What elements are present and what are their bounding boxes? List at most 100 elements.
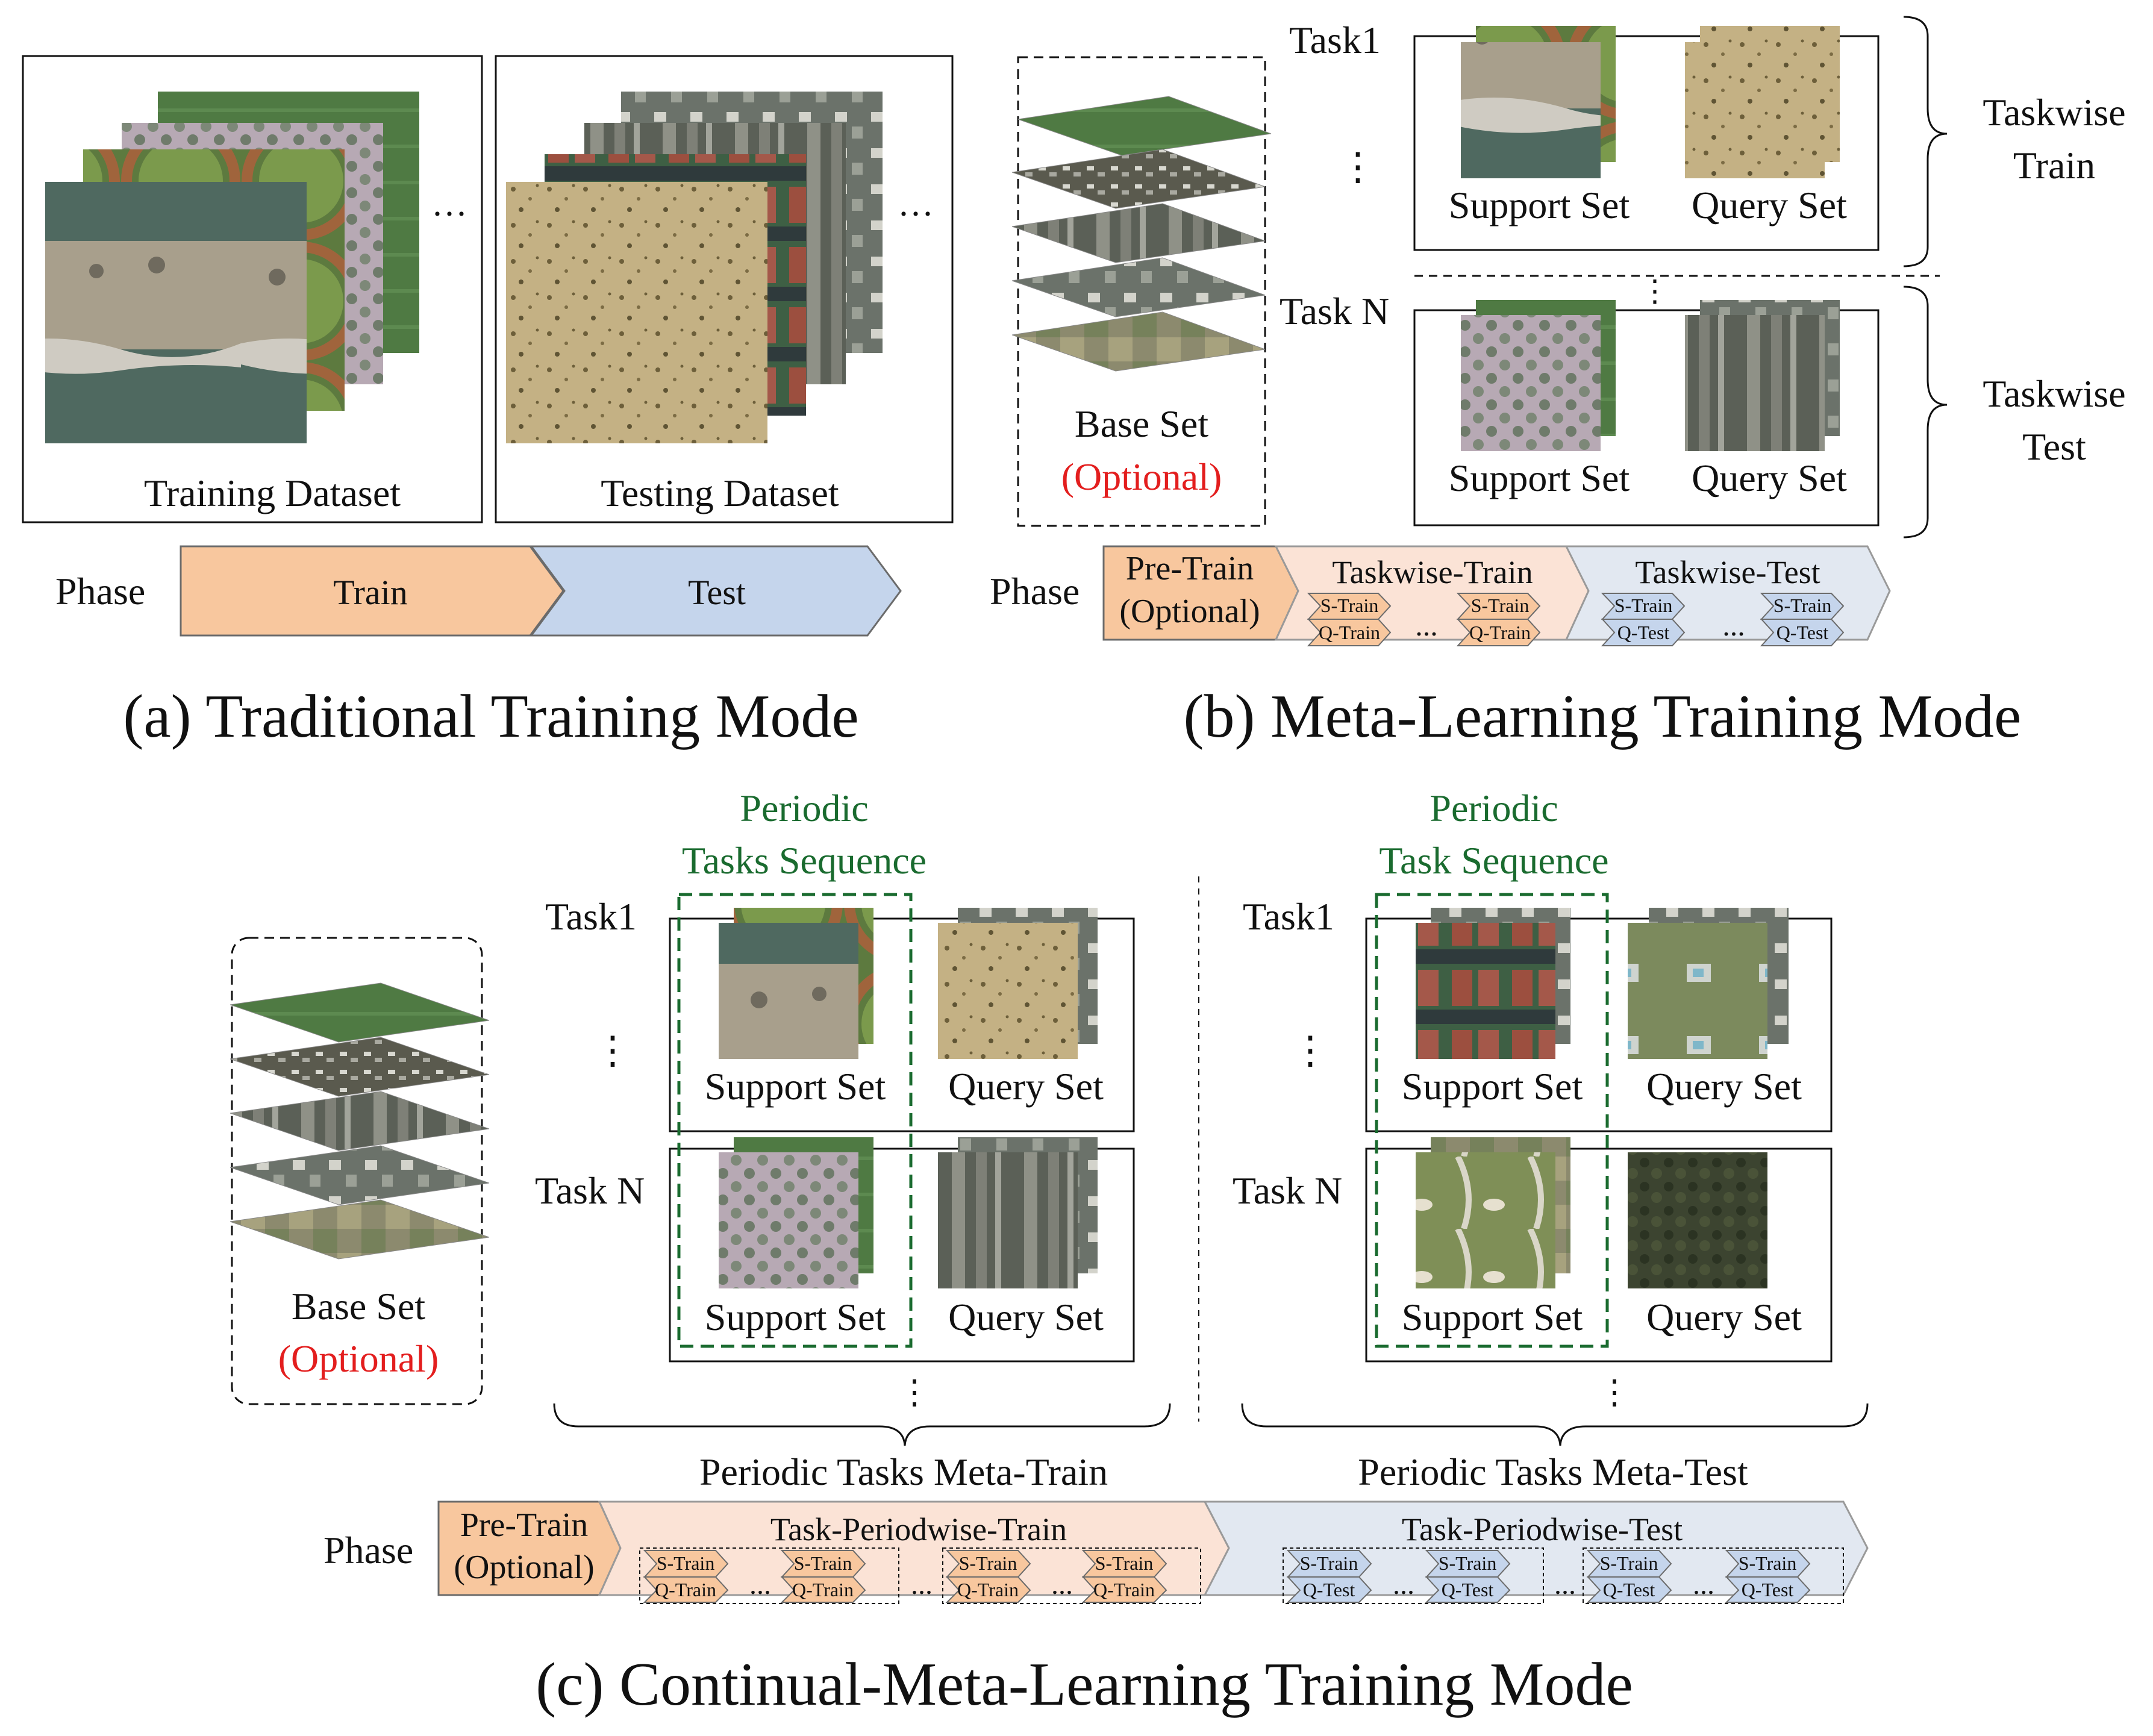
task1-box-c-right	[1365, 917, 1833, 1132]
phase-label-c: Phase	[323, 1529, 413, 1572]
task1-support-label: Support Set	[1449, 184, 1630, 226]
q-train-label-c2: Q-Train	[792, 1579, 854, 1600]
task1-box-b	[1413, 35, 1880, 251]
task1-label-c-right: Task1	[1243, 895, 1334, 938]
q-train-label-b1: Q-Train	[1319, 622, 1380, 643]
periodic-left-2: Tasks Sequence	[682, 839, 927, 882]
task-vdots-b: ⋮	[1339, 145, 1377, 188]
taskN-box-b	[1413, 309, 1880, 526]
base-set-box-c	[231, 937, 483, 1405]
base-layer-c1	[230, 982, 490, 1043]
s-test-label-c4: S-Train	[1739, 1552, 1797, 1574]
meta-test-brace	[1241, 1403, 1869, 1446]
taskwise-train-title-b: Taskwise-Train	[1332, 554, 1533, 590]
pretrain-label-c-2: (Optional)	[454, 1549, 594, 1586]
training-dataset-label: Training Dataset	[144, 472, 401, 514]
periodic-right-2: Task Sequence	[1379, 839, 1608, 882]
q-test-chip-c3	[1586, 1576, 1672, 1603]
q-train-label-c4: Q-Train	[1093, 1579, 1155, 1600]
caption-a: (a) Traditional Training Mode	[123, 682, 858, 751]
c-right-t1-support-label: Support Set	[1402, 1065, 1583, 1108]
phase-test-arrow	[530, 545, 902, 637]
test-group-c1	[1283, 1547, 1544, 1604]
testing-image-1	[506, 182, 767, 443]
q-test-chip-c4	[1725, 1576, 1811, 1603]
c-right-t1-query-label: Query Set	[1646, 1065, 1802, 1108]
q-test-chip-b2	[1760, 619, 1845, 646]
base-layer-3	[1011, 203, 1266, 263]
meta-train-brace	[553, 1403, 1171, 1446]
q-train-chip-c1	[643, 1576, 729, 1603]
base-set-box-b	[1017, 56, 1266, 527]
periodwise-train-title: Task-Periodwise-Train	[770, 1511, 1067, 1547]
s-test-label-c3: S-Train	[1600, 1552, 1658, 1574]
q-test-label-c3: Q-Test	[1603, 1579, 1655, 1600]
phase-label-a: Phase	[55, 570, 145, 613]
pretrain-label-b-1: Pre-Train	[1126, 550, 1254, 587]
task1-query-image	[1685, 42, 1825, 178]
dots-c3: ...	[1051, 1569, 1073, 1600]
optional-label-b: (Optional)	[1061, 455, 1222, 498]
dots-c2: ...	[911, 1569, 933, 1600]
q-test-chip-b1	[1601, 619, 1686, 646]
base-layer-c4	[230, 1145, 490, 1205]
periodic-sequence-box-right	[1375, 893, 1609, 1348]
taskN-label-c-right: Task N	[1233, 1169, 1342, 1212]
c-right-t1-query	[1628, 923, 1767, 1059]
base-layer-5	[1011, 311, 1266, 372]
base-layer-4	[1011, 257, 1266, 317]
base-set-label-b: Base Set	[1075, 402, 1208, 445]
phase-train-arrow	[180, 545, 564, 637]
c-left-tN-query-label: Query Set	[948, 1296, 1104, 1338]
taskN-support-image	[1461, 315, 1601, 451]
train-group-c1	[639, 1547, 899, 1604]
task1-query-label: Query Set	[1692, 184, 1847, 226]
base-layer-1	[1017, 96, 1272, 156]
s-test-label-b1: S-Train	[1614, 595, 1673, 616]
s-train-label-c2: S-Train	[794, 1552, 852, 1574]
dots-c6: ...	[1693, 1569, 1714, 1600]
phase-label-b: Phase	[990, 570, 1080, 613]
taskN-label-b: Task N	[1280, 290, 1389, 333]
task-separator-vdots: ⋮	[1640, 274, 1670, 308]
taskN-query-label: Query Set	[1692, 457, 1847, 499]
q-train-label-b2: Q-Train	[1469, 622, 1531, 643]
c-left-tN-support	[719, 1152, 858, 1288]
panel-c: Base Set (Optional) Periodic Tasks Seque…	[230, 787, 1869, 1719]
task1-label-b: Task1	[1289, 19, 1381, 61]
taskwise-train-label-2: Train	[2013, 144, 2095, 187]
q-test-label-c4: Q-Test	[1742, 1579, 1794, 1600]
taskN-support-label: Support Set	[1449, 457, 1630, 499]
q-train-chip-b1	[1307, 619, 1392, 646]
dots-c1: ...	[749, 1569, 771, 1600]
vdots-c-left-bottom: ⋮	[898, 1374, 931, 1411]
periodic-sequence-box-left	[677, 893, 913, 1348]
taskwise-train-label-1: Taskwise	[1983, 91, 2125, 134]
q-train-label-c3: Q-Train	[957, 1579, 1019, 1600]
c-left-t1-support	[719, 923, 858, 1059]
caption-b: (b) Meta-Learning Training Mode	[1184, 682, 2022, 751]
c-left-tN-query	[938, 1152, 1078, 1288]
periodic-right-1: Periodic	[1430, 787, 1558, 829]
taskwise-test-title-b: Taskwise-Test	[1635, 554, 1820, 590]
s-train-label-c1: S-Train	[657, 1552, 715, 1574]
vdots-c-left: ⋮	[593, 1029, 632, 1072]
q-test-chip-c1	[1286, 1576, 1372, 1603]
testing-ellipsis: ···	[898, 194, 934, 234]
taskN-box-c-left	[669, 1147, 1135, 1363]
c-right-t1-support	[1416, 923, 1555, 1059]
c-right-tN-support-label: Support Set	[1402, 1296, 1583, 1338]
taskwise-test-label-1: Taskwise	[1983, 372, 2125, 415]
q-train-label-c1: Q-Train	[655, 1579, 716, 1600]
c-right-tN-support	[1416, 1152, 1555, 1288]
vdots-c-right: ⋮	[1291, 1029, 1330, 1072]
training-ellipsis: ···	[431, 194, 467, 234]
q-train-chip-c4	[1081, 1576, 1167, 1603]
q-train-chip-c3	[945, 1576, 1031, 1603]
base-layer-2	[1011, 149, 1266, 209]
training-image-1	[45, 182, 307, 443]
phase-train-label: Train	[333, 573, 408, 612]
task1-support-image	[1461, 42, 1601, 178]
s-train-label-b2: S-Train	[1471, 595, 1530, 616]
